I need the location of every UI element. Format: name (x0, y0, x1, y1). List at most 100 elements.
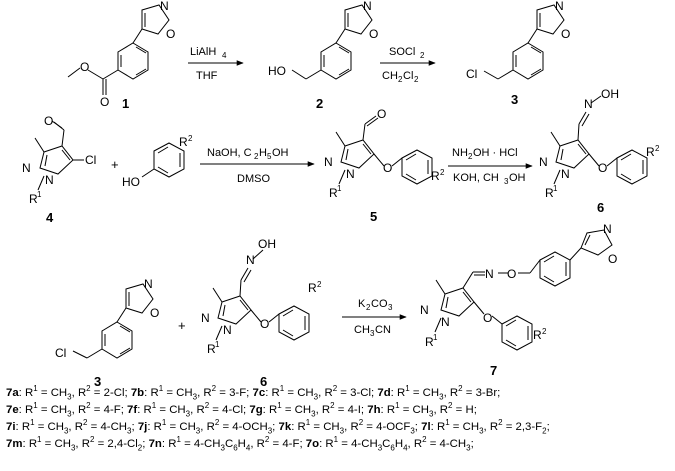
compound-id: 7l (421, 421, 431, 433)
reaction-arrow-3: NaOH, C 2 H 5 OH DMSO (200, 147, 315, 185)
r1-value: CH (462, 421, 480, 433)
sub: 3 (70, 443, 76, 453)
r1-label: R (153, 421, 162, 433)
compound-2: N O HO 2 (268, 0, 378, 111)
reagent-ch3cn-cn: CN (375, 324, 391, 336)
reagent-nh2oh: NH (452, 147, 468, 159)
r2-label: R (439, 404, 449, 416)
legend-row: 7a: R1 = CH3, R2 = 2-Cl; 7b: R1 = CH3, R… (6, 385, 672, 402)
sub: 3 (410, 426, 415, 436)
atom-n: N (555, 0, 564, 13)
atom-o: O (507, 267, 516, 281)
equals: = (216, 387, 230, 399)
atom-o: O (561, 27, 570, 41)
atom-sup: 1 (337, 184, 342, 193)
separator: , (190, 404, 197, 416)
terminator: ; (546, 421, 550, 433)
compound-id: 7k (278, 421, 292, 433)
compound-label-7: 7 (490, 363, 497, 378)
sup: 2 (330, 401, 335, 411)
atom-o: O (80, 60, 89, 74)
sub: 6 (390, 443, 395, 453)
atom-n: N (223, 323, 232, 337)
atom-sup: 2 (542, 327, 547, 336)
atom-n: N (485, 267, 494, 281)
compound-7: N O N O O N N R 1 R 2 7 (420, 222, 617, 378)
reagent-nh2oh-hcl: OH · HCl (473, 147, 518, 159)
reagent-lialh4: LiAlH (190, 46, 216, 58)
atom-sup: 2 (655, 144, 660, 153)
sub: 3 (313, 392, 319, 402)
reagent-ch2cl2: CH (382, 70, 398, 82)
r2-label: R (256, 438, 265, 450)
equals: = (426, 438, 440, 450)
separator: : (430, 421, 437, 433)
separator: , (75, 438, 82, 450)
r1-value: CH (323, 421, 340, 433)
compound-label-6b: 6 (260, 374, 267, 389)
sub: 3 (311, 409, 316, 419)
sup: 2 (86, 384, 91, 394)
compound-label-1: 1 (122, 96, 129, 111)
reagent-koh: KOH, CH (453, 172, 499, 184)
sub: 3 (67, 409, 72, 419)
sup: 1 (405, 384, 410, 394)
sub: 2 (137, 443, 143, 453)
atom-n: N (22, 161, 31, 175)
reaction-arrow-5: K 2 CO 3 CH 3 CN (342, 298, 407, 338)
reagent-sub: 3 (504, 177, 509, 186)
terminator: ; (299, 438, 303, 450)
compound-id: 7c (252, 387, 266, 399)
compound-label-3b: 3 (94, 374, 101, 389)
r1-label: R (25, 387, 34, 399)
r1-value: C (382, 438, 391, 450)
sup: 1 (279, 384, 285, 394)
separator: , (197, 387, 204, 399)
separator: , (443, 387, 450, 399)
r2-label: R (449, 387, 459, 399)
reagent-k2co3-co: CO (371, 298, 388, 310)
equals: = (409, 387, 423, 399)
sub: 3 (127, 426, 132, 436)
terminator: ; (470, 438, 474, 450)
separator: : (262, 404, 269, 416)
atom-n: N (363, 0, 372, 13)
sup: 2 (458, 384, 463, 394)
equals: = (34, 421, 48, 433)
reaction-arrow-1: LiAlH 4 THF (188, 46, 244, 82)
atom-n: N (346, 167, 355, 181)
sub: 4 (245, 443, 251, 453)
compound-id: 7b (130, 387, 145, 399)
atom-o: O (150, 306, 159, 320)
phenol-reagent: HO R 2 (122, 134, 193, 189)
atom-r: R (425, 335, 434, 349)
atom-r: R (179, 135, 188, 149)
separator: , (407, 438, 414, 450)
equals: = (310, 421, 324, 433)
equals: = (502, 421, 516, 433)
r1-label: R (297, 421, 306, 433)
sub: 3 (185, 409, 191, 419)
sup: 1 (161, 418, 167, 428)
equals: = (41, 438, 55, 450)
reagent-sub: 2 (366, 303, 371, 312)
separator: , (483, 421, 490, 433)
sub: 3 (67, 392, 72, 402)
sub: 3 (339, 426, 345, 436)
compound-label-2: 2 (316, 96, 323, 111)
separator: : (18, 387, 26, 399)
reagent-sub: 4 (222, 51, 227, 60)
atom-ho: HO (122, 175, 140, 189)
r2-value: 3-Br (475, 387, 498, 399)
reagent-sub: 3 (370, 329, 375, 338)
compound-3-reagent: N O Cl 3 (55, 277, 159, 389)
compound-id: 7a (6, 387, 19, 399)
atom-sup: 1 (215, 340, 220, 349)
atom-o: O (369, 27, 378, 41)
r1-label: R (386, 404, 396, 416)
atom-o: O (166, 27, 175, 41)
sup: 1 (277, 401, 282, 411)
r1-label: R (28, 438, 38, 450)
equals: = (281, 404, 295, 416)
atom-r: R (207, 342, 216, 356)
